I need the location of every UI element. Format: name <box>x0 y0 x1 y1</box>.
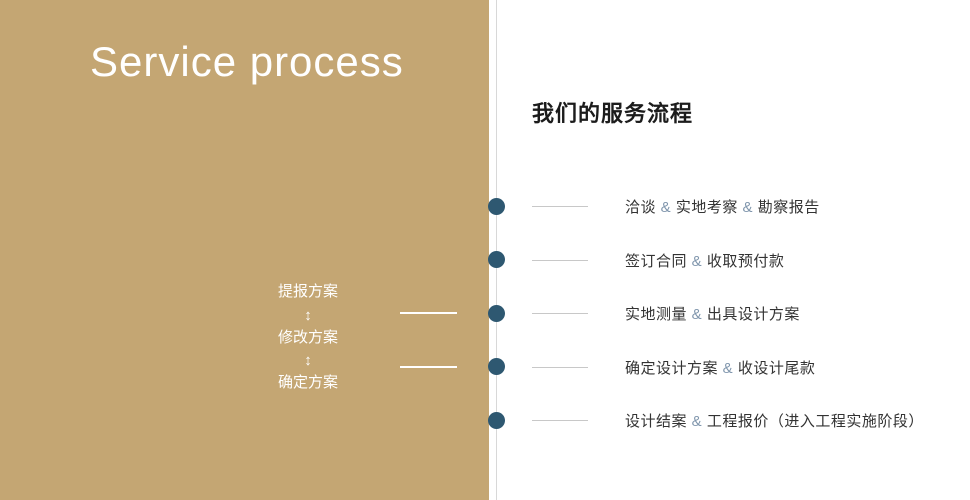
step-row: 确定设计方案 & 收设计尾款 <box>532 356 815 378</box>
up-down-arrow-icon: ↕ <box>304 352 312 369</box>
ampersand-separator: & <box>718 359 738 377</box>
ampersand-separator: & <box>687 252 707 270</box>
timeline-dot <box>488 305 505 322</box>
step-label: 签订合同 & 收取预付款 <box>625 252 785 270</box>
ampersand-separator: & <box>687 305 707 323</box>
revision-flow: 提报方案 ↕ 修改方案 ↕ 确定方案 <box>238 283 378 392</box>
step-row: 设计结案 & 工程报价（进入工程实施阶段） <box>532 409 924 431</box>
left-panel: Service process 提报方案 ↕ 修改方案 ↕ 确定方案 <box>0 0 489 500</box>
flow-step-label: 确定方案 <box>277 374 338 391</box>
flow-step-label: 修改方案 <box>277 328 338 346</box>
ampersand-separator: & <box>656 198 676 216</box>
step-tick-line <box>532 205 588 207</box>
step-tick-line <box>532 259 588 261</box>
step-tick-line <box>532 312 588 314</box>
step-label: 洽谈 & 实地考察 & 勘察报告 <box>625 198 820 216</box>
timeline-dot <box>488 358 505 375</box>
timeline-dot <box>488 412 505 429</box>
step-row: 实地测量 & 出具设计方案 <box>532 302 800 324</box>
step-label: 确定设计方案 & 收设计尾款 <box>625 359 816 377</box>
step-row: 签订合同 & 收取预付款 <box>532 249 784 271</box>
step-tick-line <box>532 366 588 368</box>
flow-step-label: 提报方案 <box>277 283 338 300</box>
step-label: 设计结案 & 工程报价（进入工程实施阶段） <box>625 412 924 430</box>
connector-line-top <box>400 312 457 314</box>
up-down-arrow-icon: ↕ <box>304 306 312 324</box>
step-label: 实地测量 & 出具设计方案 <box>625 305 800 323</box>
ampersand-separator: & <box>687 412 707 430</box>
connector-line-bottom <box>400 366 457 368</box>
section-heading: 我们的服务流程 <box>532 101 694 126</box>
step-tick-line <box>532 419 588 421</box>
timeline-dot <box>488 251 505 268</box>
timeline-dot <box>488 198 505 215</box>
page-title: Service process <box>90 38 404 85</box>
ampersand-separator: & <box>737 198 758 216</box>
timeline-line <box>496 0 497 500</box>
step-row: 洽谈 & 实地考察 & 勘察报告 <box>532 195 820 217</box>
